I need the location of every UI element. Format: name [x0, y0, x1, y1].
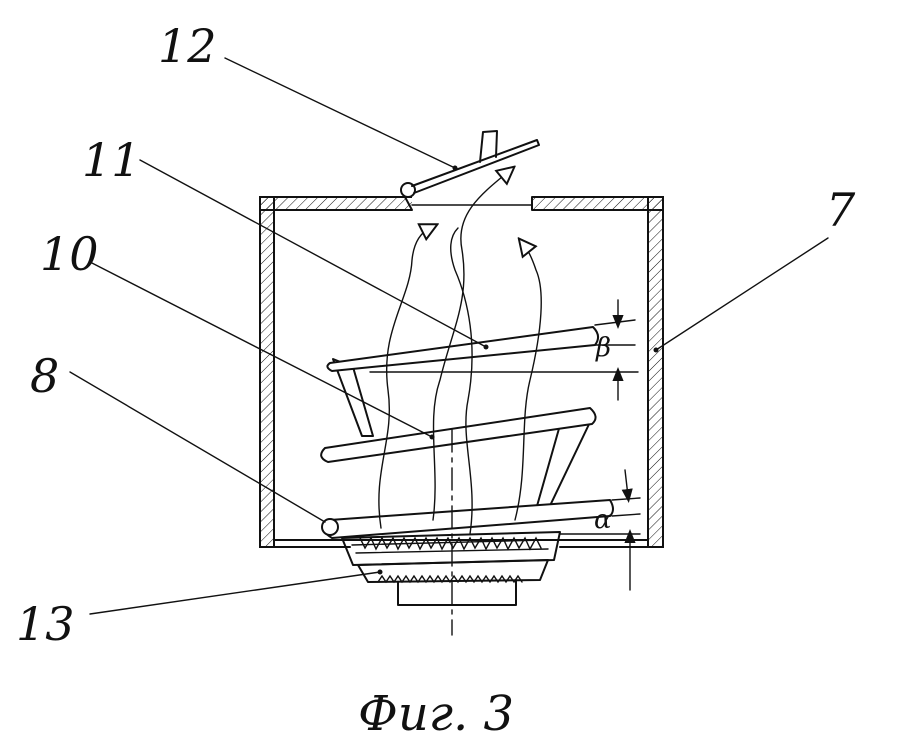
tube-end [321, 518, 339, 536]
label-13: 13 [16, 597, 75, 651]
leader-lines [69, 57, 829, 615]
angle-alpha: α [594, 505, 612, 535]
helical-coil [320, 326, 614, 539]
damper-flap [400, 130, 540, 198]
label-10: 10 [40, 227, 99, 281]
coil-turn-upper [326, 326, 599, 372]
coil-turn-lower [323, 499, 614, 539]
angle-marks [369, 299, 641, 591]
angle-beta: β [595, 333, 611, 363]
label-11: 11 [82, 133, 141, 187]
burner [341, 531, 561, 606]
label-7: 7 [826, 183, 856, 237]
label-12: 12 [158, 19, 217, 73]
gas-flow [378, 172, 542, 535]
label-8: 8 [30, 349, 59, 403]
housing [259, 194, 664, 548]
coil-turn-middle [320, 407, 597, 463]
figure-caption: Фиг. 3 [358, 686, 514, 742]
